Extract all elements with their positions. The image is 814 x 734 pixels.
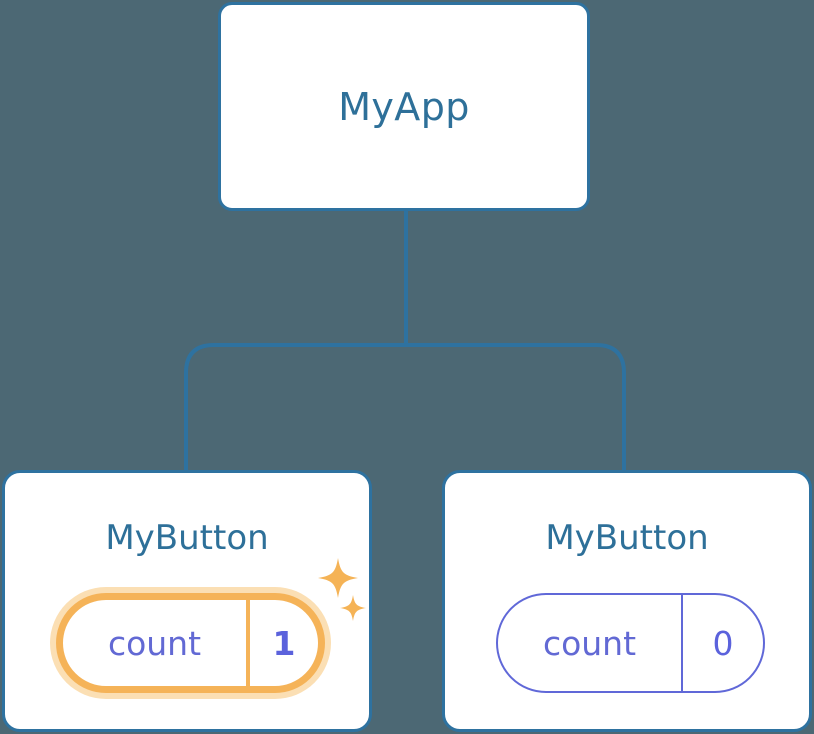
state-pill-value-cell: 0 bbox=[681, 595, 763, 691]
state-key-label: count bbox=[542, 623, 637, 663]
node-myapp-label: MyApp bbox=[338, 84, 470, 129]
state-key-label: count bbox=[107, 623, 202, 663]
node-myapp[interactable]: MyApp bbox=[218, 2, 590, 211]
state-pill-key-cell: count bbox=[498, 595, 681, 691]
state-pill-count-highlighted[interactable]: count 1 bbox=[56, 593, 325, 693]
state-value-label: 0 bbox=[712, 623, 734, 663]
node-mybutton-right[interactable]: MyButton count 0 bbox=[442, 470, 812, 732]
node-mybutton-right-label: MyButton bbox=[545, 518, 709, 558]
state-pill-value-cell: 1 bbox=[246, 600, 318, 686]
connector-to-right-child bbox=[406, 343, 626, 472]
state-pill-key-cell: count bbox=[63, 600, 246, 686]
state-value-label: 1 bbox=[272, 623, 296, 663]
node-mybutton-left-label: MyButton bbox=[105, 518, 269, 558]
node-mybutton-left[interactable]: MyButton count 1 bbox=[2, 470, 372, 732]
state-pill-count-plain[interactable]: count 0 bbox=[496, 593, 765, 693]
connector-to-left-child bbox=[184, 343, 406, 472]
